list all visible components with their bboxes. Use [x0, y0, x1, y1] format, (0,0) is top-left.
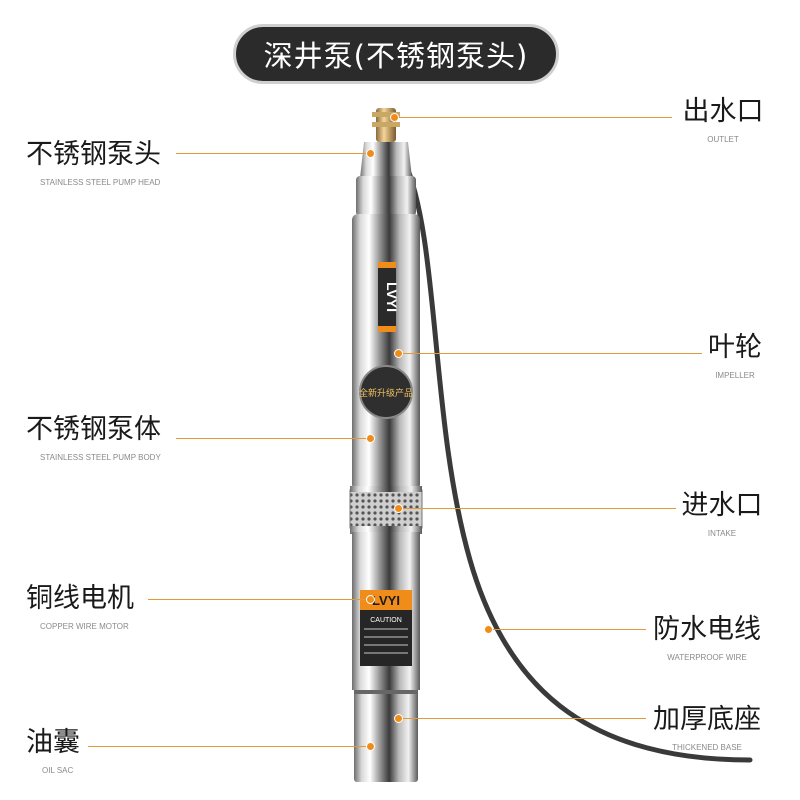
leader-impeller [398, 353, 702, 354]
label-pump-body: 不锈钢泵体 STAINLESS STEEL PUMP BODY [26, 414, 161, 463]
dot-outlet [390, 113, 399, 122]
dot-pump-body [366, 434, 375, 443]
dot-oil-sac [366, 742, 375, 751]
dot-base [394, 714, 403, 723]
dot-pump-head [366, 149, 375, 158]
label-wire-zh: 防水电线 [653, 614, 761, 645]
label-motor-zh: 铜线电机 [26, 583, 134, 614]
label-outlet-zh: 出水口 [682, 96, 764, 127]
label-outlet-en: OUTLET [707, 135, 739, 144]
leader-motor [148, 599, 370, 600]
leader-wire [488, 629, 646, 630]
dot-motor [366, 595, 375, 604]
label-intake: 进水口 INTAKE [674, 490, 770, 539]
label-pump-body-en: STAINLESS STEEL PUMP BODY [40, 453, 161, 462]
leader-intake [398, 508, 676, 509]
motor-coupling [352, 532, 420, 580]
label-motor-en: COPPER WIRE MOTOR [40, 622, 129, 631]
leader-oil-sac [88, 746, 370, 747]
label-oil-sac-en: OIL SAC [42, 766, 74, 775]
badge-text: 全新升级产品 [359, 387, 413, 399]
leader-pump-body [176, 438, 370, 439]
label-impeller-zh: 叶轮 [708, 332, 762, 363]
leader-outlet [394, 117, 672, 118]
label-impeller-en: IMPELLER [715, 371, 755, 380]
label-base-zh: 加厚底座 [653, 704, 761, 735]
label-intake-zh: 进水口 [681, 490, 763, 521]
label-wire: 防水电线 WATERPROOF WIRE [644, 614, 770, 663]
label-wire-en: WATERPROOF WIRE [667, 653, 747, 662]
dot-intake [394, 504, 403, 513]
label-base-en: THICKENED BASE [672, 743, 742, 752]
waterproof-cable [401, 157, 753, 763]
title-pill: 深井泵(不锈钢泵头) [233, 24, 559, 84]
label-pump-head-en: STAINLESS STEEL PUMP HEAD [40, 178, 161, 187]
label-impeller: 叶轮 IMPELLER [700, 332, 770, 381]
thickened-base [354, 690, 418, 782]
upgrade-badge [359, 365, 413, 419]
label-motor: 铜线电机 COPPER WIRE MOTOR [26, 583, 134, 632]
pump-body [352, 214, 420, 490]
label-oil-sac: 油囊 OIL SAC [26, 727, 80, 776]
page-title: 深井泵(不锈钢泵头) [263, 39, 529, 73]
caution-text: CAUTION [370, 617, 402, 624]
label-intake-en: INTAKE [707, 529, 737, 538]
label-pump-body-zh: 不锈钢泵体 [26, 414, 161, 445]
label-pump-head: 不锈钢泵头 STAINLESS STEEL PUMP HEAD [26, 139, 161, 188]
label-oil-sac-zh: 油囊 [26, 727, 80, 758]
dot-wire [484, 625, 493, 634]
leader-base [398, 718, 646, 719]
dot-impeller [394, 349, 403, 358]
leader-pump-head [176, 153, 370, 154]
pump-head [360, 142, 412, 178]
intake-mesh [349, 489, 423, 529]
label-base: 加厚底座 THICKENED BASE [644, 704, 770, 753]
label-outlet: 出水口 OUTLET [678, 96, 768, 145]
brand-vertical: LVYI [384, 282, 400, 312]
label-pump-head-zh: 不锈钢泵头 [26, 139, 161, 170]
brand-motor: LVYI [372, 593, 400, 608]
